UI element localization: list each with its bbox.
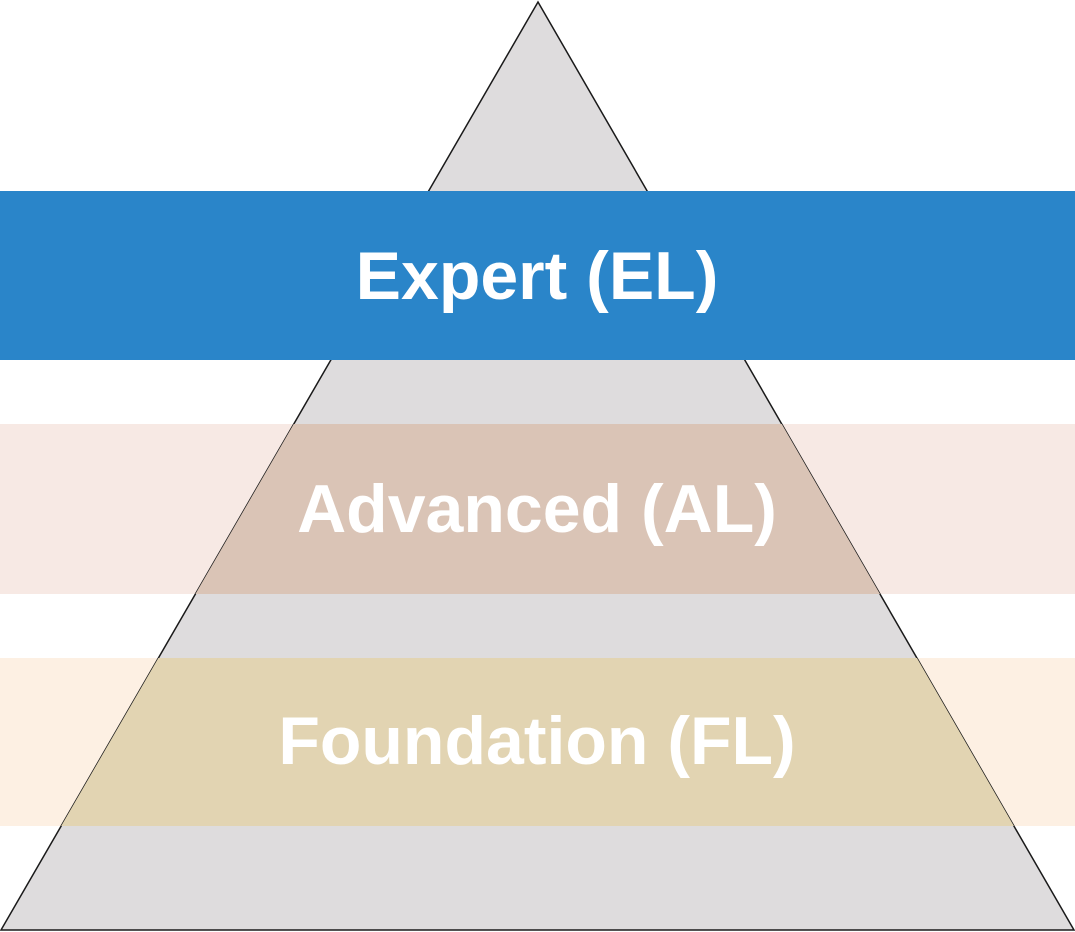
foundation-label: Foundation (FL) (278, 703, 795, 779)
expert-band (0, 191, 1075, 360)
expert-label: Expert (EL) (356, 238, 719, 314)
foundation-band-inside (1, 658, 1074, 826)
advanced-label: Advanced (AL) (297, 471, 777, 547)
